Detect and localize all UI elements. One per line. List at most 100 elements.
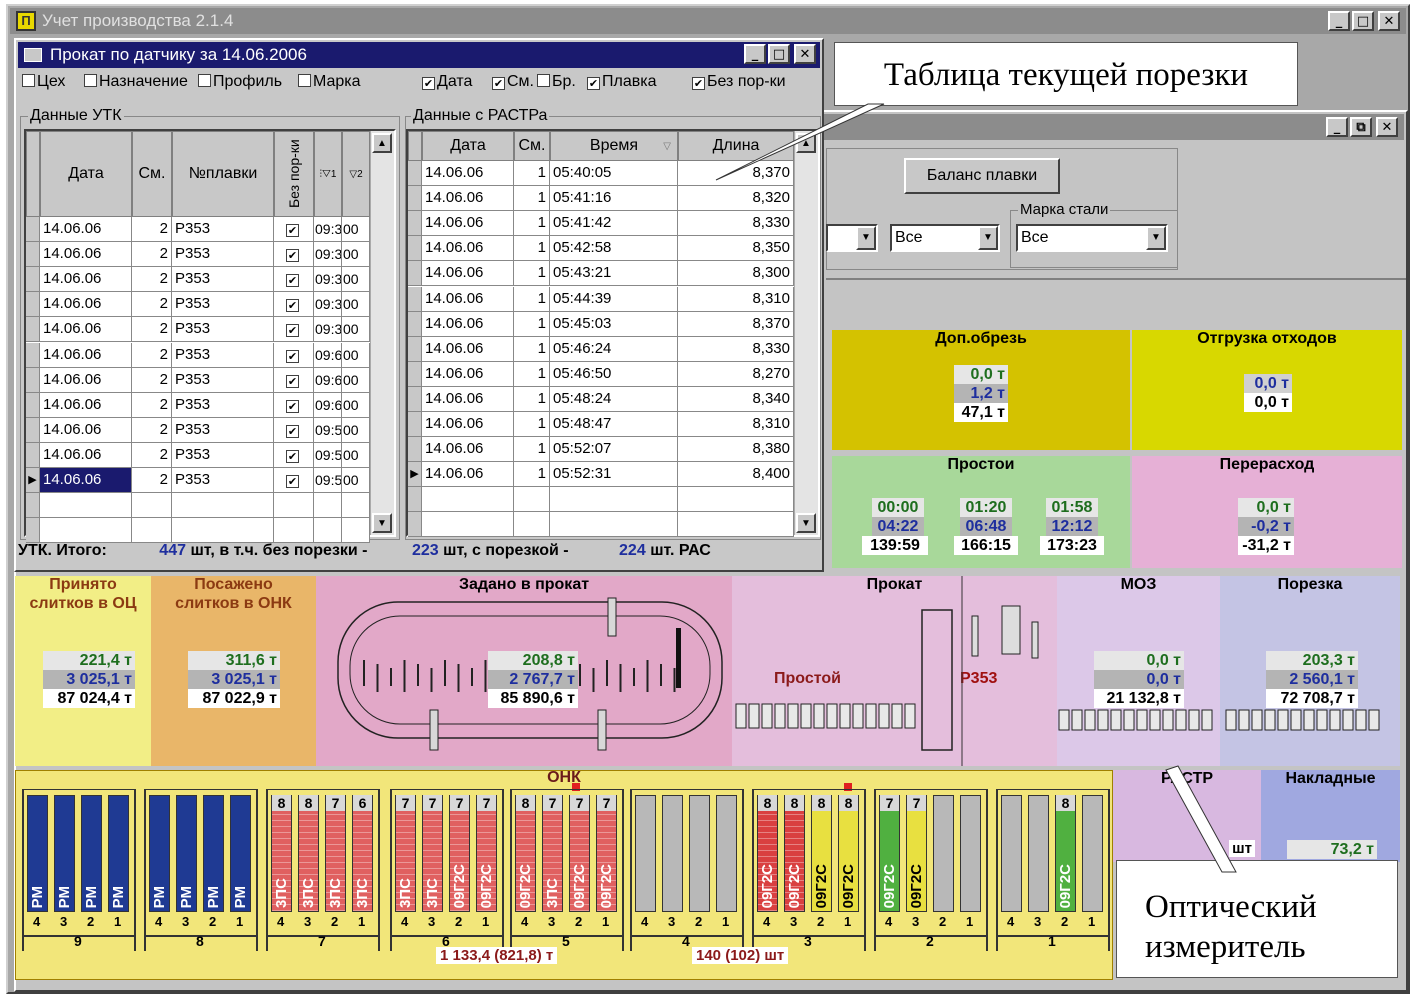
row-indicator[interactable] <box>26 242 40 268</box>
cell-no-cut[interactable]: ✔ <box>274 342 314 368</box>
cell-time[interactable]: 05:40:05 <box>550 161 678 186</box>
row-indicator[interactable]: ▶ <box>408 462 422 488</box>
filter-3[interactable]: Марка <box>298 73 361 91</box>
cell-shift[interactable]: 2 <box>132 367 172 393</box>
cell-shift[interactable]: 2 <box>132 442 172 468</box>
filter-1[interactable]: Назначение <box>84 73 188 91</box>
cell-no-cut[interactable]: ✔ <box>274 392 314 418</box>
cell-heat[interactable]: Р353 <box>172 417 274 443</box>
cell-no-cut[interactable]: ✔ <box>274 442 314 468</box>
row-indicator[interactable] <box>408 412 422 437</box>
checkbox-icon[interactable]: ✔ <box>286 399 299 413</box>
cell-date[interactable]: 14.06.06 <box>40 417 132 443</box>
cell-time2[interactable]: 00 <box>342 292 370 318</box>
chevron-down-icon[interactable]: ▼ <box>856 226 876 250</box>
cell-date[interactable]: 14.06.06 <box>40 217 132 242</box>
cell-shift[interactable]: 1 <box>514 336 550 362</box>
utk-col-date[interactable]: Дата <box>40 131 132 217</box>
cell-length[interactable]: 8,320 <box>678 186 794 212</box>
checkbox-icon[interactable]: ✔ <box>286 249 299 263</box>
cell-time1[interactable]: 09:3 <box>314 292 342 318</box>
inner-close-button[interactable]: ✕ <box>1376 117 1398 137</box>
row-indicator[interactable] <box>408 261 422 287</box>
cell-shift[interactable]: 1 <box>514 386 550 412</box>
row-indicator[interactable] <box>26 292 40 318</box>
cell-time2[interactable]: 00 <box>342 217 370 242</box>
cell-length[interactable]: 8,310 <box>678 286 794 312</box>
cell-time2[interactable]: 00 <box>342 442 370 468</box>
cell-shift[interactable]: 1 <box>514 261 550 287</box>
cell-date[interactable]: 14.06.06 <box>422 186 514 212</box>
cell-date[interactable]: 14.06.06 <box>422 211 514 237</box>
checkbox-icon[interactable] <box>22 74 35 87</box>
cell-time1[interactable]: 09:3 <box>314 317 342 343</box>
row-indicator[interactable] <box>26 417 40 443</box>
cell-no-cut[interactable]: ✔ <box>274 468 314 493</box>
dialog-minimize-button[interactable]: _ <box>744 44 766 64</box>
cell-heat[interactable]: Р353 <box>172 267 274 293</box>
filter-5[interactable]: ✔См. <box>492 73 534 91</box>
cell-length[interactable]: 8,330 <box>678 336 794 362</box>
utk-grid[interactable]: Дата См. №плавки Без пор-ки ⫶▽1 ▽2 14.06… <box>24 129 396 544</box>
cell-length[interactable]: 8,270 <box>678 361 794 387</box>
scroll-up-icon[interactable]: ▲ <box>372 133 392 153</box>
pit-bin[interactable] <box>716 795 737 912</box>
cell-date[interactable]: 14.06.06 <box>422 311 514 337</box>
cell-time[interactable]: 05:45:03 <box>550 311 678 337</box>
pit-bin[interactable] <box>1082 795 1103 912</box>
cell-no-cut[interactable]: ✔ <box>274 417 314 443</box>
cell-shift[interactable]: 2 <box>132 242 172 268</box>
cell-date[interactable]: 14.06.06 <box>422 437 514 463</box>
rastr-scrollbar[interactable]: ▲ ▼ <box>794 131 818 535</box>
pit-bin[interactable] <box>960 795 981 912</box>
cell-shift[interactable]: 2 <box>132 342 172 368</box>
cell-time1[interactable]: 09:6 <box>314 342 342 368</box>
checkbox-icon[interactable]: ✔ <box>286 299 299 313</box>
cell-length[interactable]: 8,350 <box>678 236 794 262</box>
cell-length[interactable]: 8,310 <box>678 412 794 437</box>
cell-length[interactable]: 8,380 <box>678 437 794 463</box>
filter-combo-b[interactable]: Все▼ <box>890 224 1000 252</box>
cell-time[interactable]: 05:41:16 <box>550 186 678 212</box>
cell-date[interactable]: 14.06.06 <box>422 336 514 362</box>
row-indicator[interactable] <box>26 367 40 393</box>
cell-date[interactable]: 14.06.06 <box>40 292 132 318</box>
row-indicator[interactable]: ▶ <box>26 468 40 493</box>
cell-date[interactable]: 14.06.06 <box>40 242 132 268</box>
cell-time1[interactable]: 09:6 <box>314 392 342 418</box>
dialog-close-button[interactable]: ✕ <box>794 44 816 64</box>
cell-no-cut[interactable]: ✔ <box>274 292 314 318</box>
balance-button[interactable]: Баланс плавки <box>904 158 1060 194</box>
pit-bin[interactable] <box>689 795 710 912</box>
checkbox-icon[interactable]: ✔ <box>492 77 505 90</box>
rastr-col-length[interactable]: Длина <box>678 131 794 161</box>
cell-shift[interactable]: 1 <box>514 412 550 437</box>
row-indicator[interactable] <box>26 267 40 293</box>
cell-heat[interactable]: Р353 <box>172 217 274 242</box>
cell-heat[interactable]: Р353 <box>172 292 274 318</box>
cell-time2[interactable]: 00 <box>342 392 370 418</box>
cell-time2[interactable]: 00 <box>342 242 370 268</box>
rastr-col-time[interactable]: Время▽ <box>550 131 678 161</box>
row-indicator[interactable] <box>26 442 40 468</box>
cell-shift[interactable]: 1 <box>514 236 550 262</box>
pit-bin[interactable]: РМ <box>81 795 102 912</box>
cell-heat[interactable]: Р353 <box>172 342 274 368</box>
cell-heat[interactable]: Р353 <box>172 242 274 268</box>
row-indicator[interactable] <box>408 361 422 387</box>
pit-bin[interactable] <box>1001 795 1022 912</box>
filter-4[interactable]: ✔Дата <box>422 73 472 91</box>
cell-shift[interactable]: 2 <box>132 468 172 493</box>
cell-time1[interactable]: 09:3 <box>314 267 342 293</box>
cell-date[interactable]: 14.06.06 <box>40 317 132 343</box>
pit-bin[interactable] <box>933 795 954 912</box>
cell-date[interactable]: 14.06.06 <box>422 286 514 312</box>
utk-col-no-cut[interactable]: Без пор-ки <box>274 131 314 217</box>
